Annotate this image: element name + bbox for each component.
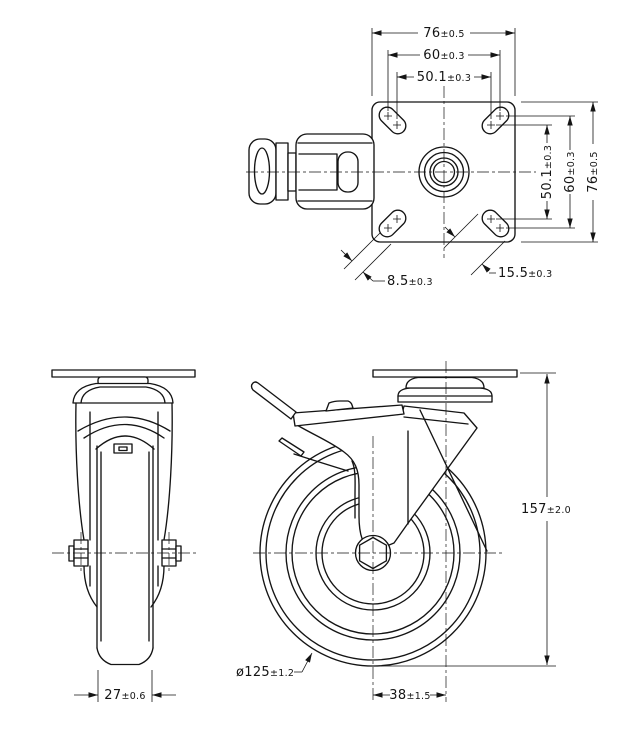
brake-box — [113, 443, 133, 454]
swivel-dome-band — [397, 387, 493, 403]
top-plate-front — [372, 369, 518, 378]
dim-bolt-span-inner-right: 50.1±0.3 — [540, 145, 555, 199]
swivel-head-inner — [80, 386, 166, 404]
dim-bolt-span-outer-right: 60±0.3 — [563, 151, 578, 192]
housing-bottom-curve — [293, 453, 349, 472]
dim-plate-width-top: 76±0.5 — [423, 26, 464, 41]
swivel-dome-cap — [405, 376, 485, 389]
wheel-side-profile — [96, 445, 154, 666]
fork-shoulder-arcs — [77, 416, 171, 450]
dimension-arrows — [88, 30, 596, 698]
dim-wheel-diameter: ø125±1.2 — [236, 665, 294, 680]
dimension-texts: 76±0.5 60±0.3 50.1±0.3 50.1±0.3 60±0.3 7… — [104, 26, 601, 703]
front-view — [250, 369, 518, 667]
swivel-head — [72, 382, 174, 404]
dim-overall-height: 157±2.0 — [521, 502, 571, 517]
brake-lever — [250, 381, 297, 420]
dim-slot-length: 15.5±0.3 — [498, 266, 552, 281]
dim-bolt-span-outer-top: 60±0.3 — [423, 48, 464, 63]
fork-rear-edge — [419, 409, 488, 552]
brake-pedal-plan — [248, 133, 375, 210]
brake-pin — [278, 437, 305, 457]
dim-swivel-offset: 38±1.5 — [389, 688, 430, 703]
fork-inner-contour — [351, 460, 356, 519]
dim-bolt-span-inner-top: 50.1±0.3 — [417, 70, 471, 85]
bolt-hole-markers — [384, 112, 504, 232]
dim-wheel-width: 27±0.6 — [104, 688, 145, 703]
brake-housing-lid — [292, 404, 405, 427]
fork-legs-side — [75, 402, 173, 608]
lid-tab — [325, 400, 354, 412]
centerlines — [52, 86, 536, 702]
dim-plate-width-right: 76±0.5 — [586, 151, 601, 192]
brake-box-slot — [118, 446, 128, 452]
mounting-slots — [378, 106, 510, 238]
dim-slot-width: 8.5±0.3 — [387, 274, 433, 289]
side-view — [51, 369, 196, 666]
top-plate-side — [51, 369, 196, 378]
fork-crown-line — [403, 416, 469, 425]
